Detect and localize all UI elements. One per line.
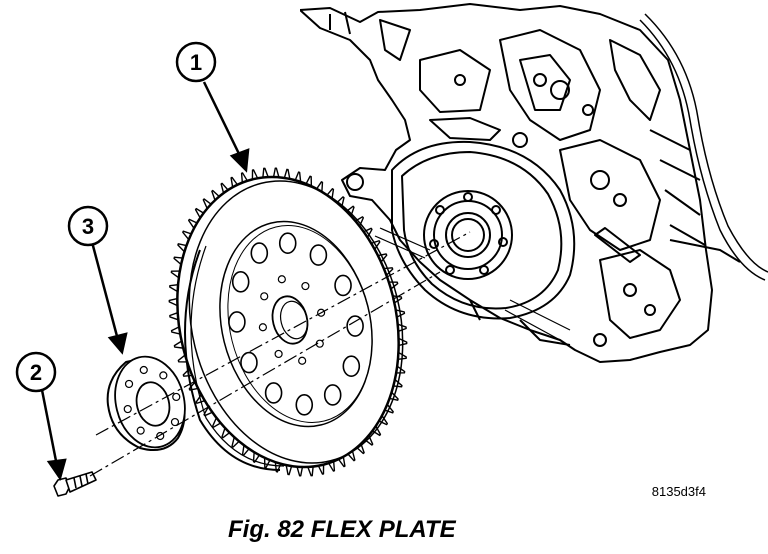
callout-2-number: 2 (30, 360, 42, 385)
lightening-hole (323, 384, 342, 406)
gear-tooth (211, 189, 220, 201)
gear-tooth (378, 415, 388, 426)
lightening-hole (264, 382, 283, 404)
bolt-hole (274, 349, 283, 359)
adapter-hole (172, 392, 181, 402)
gear-tooth (355, 216, 365, 227)
gear-tooth (169, 312, 179, 321)
gear-tooth (305, 175, 313, 187)
gear-tooth (173, 340, 184, 349)
flex-plate (168, 167, 408, 477)
bolt-hole (277, 275, 286, 284)
assembly-centerlines (89, 231, 471, 477)
lightening-hole (295, 393, 314, 416)
gear-tooth (221, 427, 230, 439)
callout-1: 1 (175, 41, 217, 83)
adapter-hole (124, 379, 134, 389)
adapter-hole (170, 417, 180, 427)
lightening-hole (334, 274, 352, 297)
gear-tooth (356, 443, 365, 455)
gear-tooth (272, 167, 280, 178)
gear-tooth (377, 253, 388, 263)
gear-tooth (384, 403, 394, 414)
gear-tooth (177, 354, 188, 363)
gear-tooth (188, 381, 199, 391)
gear-tooth (262, 167, 269, 178)
gear-tooth (182, 230, 192, 241)
gear-tooth (294, 171, 302, 182)
lightening-hole (346, 315, 364, 337)
gear-tooth (346, 205, 355, 217)
gear-tooth (283, 168, 291, 180)
gear-tooth (336, 196, 345, 208)
bolt (53, 471, 97, 497)
gear-tooth (307, 466, 314, 477)
engine-block (300, 3, 768, 363)
flex-plate-lightening-holes (228, 232, 364, 416)
lightening-hole (250, 242, 269, 264)
callout-2: 2 (15, 351, 57, 393)
adapter-hole (123, 404, 132, 414)
gear-tooth (316, 181, 324, 192)
gear-tooth (170, 270, 180, 279)
gear-tooth (370, 240, 381, 250)
gear-tooth (220, 182, 229, 194)
gear-tooth (337, 456, 346, 468)
bolt-hole (258, 323, 267, 332)
gear-tooth (372, 425, 382, 437)
lightening-hole (342, 355, 361, 377)
callout-1-number: 1 (190, 50, 202, 75)
lightening-hole (309, 244, 328, 266)
callout-3-number: 3 (82, 214, 94, 239)
callout-3: 3 (67, 205, 109, 247)
gear-tooth (263, 457, 271, 469)
gear-tooth (188, 218, 198, 229)
adapter-plate-holes (123, 365, 181, 441)
bolt-hole (317, 308, 326, 317)
gear-tooth (230, 176, 239, 188)
gear-tooth (317, 464, 325, 475)
gear-tooth (194, 207, 204, 219)
gear-tooth (285, 464, 293, 476)
lightening-hole (278, 232, 297, 255)
gear-tooth (251, 169, 259, 180)
flex-plate-bolt-holes (258, 275, 326, 365)
lightening-hole (240, 351, 258, 374)
gear-tooth (173, 256, 183, 266)
figure-caption: Fig. 82 FLEX PLATE (228, 516, 456, 543)
gear-tooth (177, 243, 187, 253)
image-code: 8135d3f4 (651, 484, 706, 499)
adapter-hole (139, 365, 148, 375)
gear-tooth (168, 297, 178, 307)
gear-tooth (274, 462, 282, 473)
gear-tooth (211, 417, 221, 428)
adapter-hole (136, 426, 145, 435)
gear-tooth (326, 188, 335, 199)
gear-tooth (252, 452, 260, 463)
gear-tooth (328, 461, 336, 472)
gear-tooth (202, 198, 212, 209)
gear-tooth (296, 466, 304, 477)
gear-tooth (364, 435, 374, 446)
adapter-plate (106, 355, 186, 451)
gear-tooth (240, 172, 248, 183)
bolt-hole (298, 356, 307, 365)
lightening-hole (231, 271, 250, 293)
gear-tooth (363, 227, 373, 238)
lightening-hole (228, 311, 246, 333)
gear-tooth (231, 436, 240, 448)
gear-tooth (347, 450, 356, 462)
gear-tooth (169, 283, 179, 293)
bolt-hole (260, 292, 269, 301)
adapter-hole (159, 371, 168, 380)
bolt-hole (301, 281, 310, 291)
gear-tooth (170, 326, 181, 335)
callout-leaders (40, 81, 250, 481)
